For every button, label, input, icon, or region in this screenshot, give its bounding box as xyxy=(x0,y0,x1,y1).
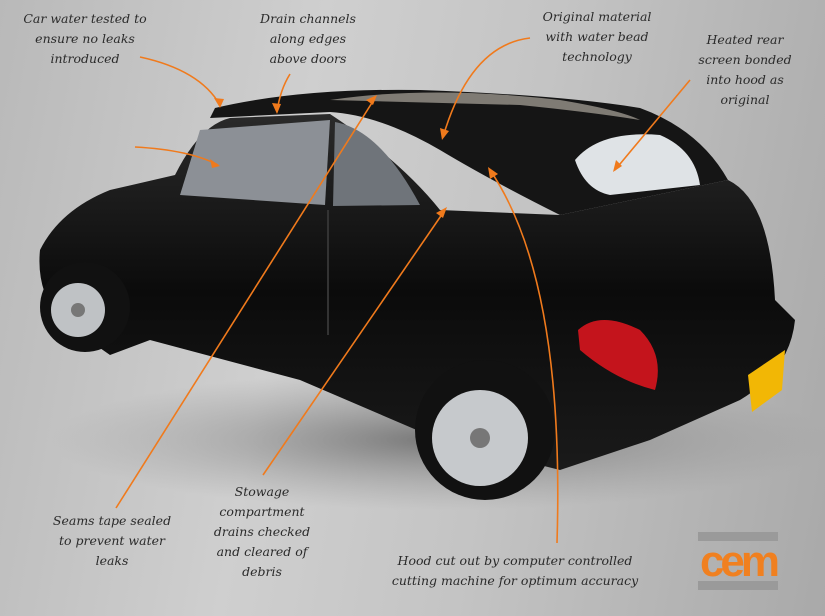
rear-wheel xyxy=(415,360,555,500)
label-line: technology xyxy=(562,49,632,64)
label-line: Heated rear xyxy=(706,32,784,47)
annotation-hood-cut: Hood cut out by computer controlled cutt… xyxy=(392,551,638,591)
label-line: with water bead xyxy=(545,29,649,44)
arrow-heated-screen xyxy=(614,79,691,171)
tail-light xyxy=(578,320,658,390)
arrow-stowage xyxy=(262,209,446,476)
label-line: Stowage xyxy=(234,484,290,499)
label-line: compartment xyxy=(219,504,305,519)
arrow-seams xyxy=(115,97,376,509)
label-line: Hood cut out by computer controlled xyxy=(397,553,633,568)
label-line: debris xyxy=(242,564,282,579)
label-line: Drain channels xyxy=(260,11,356,26)
label-line: ensure no leaks xyxy=(35,31,135,46)
svg-text:cem: cem xyxy=(700,537,778,586)
annotation-water-test: Car water tested to ensure no leaks intr… xyxy=(23,9,146,69)
rear-screen xyxy=(575,134,700,195)
annotation-heated-screen: Heated rear screen bonded into hood as o… xyxy=(698,30,791,110)
cem-logo: cem xyxy=(698,532,778,590)
label-line: leaks xyxy=(95,553,129,568)
label-line: into hood as xyxy=(706,72,784,87)
annotation-seams: Seams tape sealed to prevent water leaks xyxy=(53,511,171,571)
label-line: introduced xyxy=(50,51,120,66)
annotation-stowage: Stowage compartment drains checked and c… xyxy=(214,482,310,582)
car-body xyxy=(39,114,795,470)
label-line: above doors xyxy=(269,51,347,66)
label-line: drains checked xyxy=(213,524,311,539)
label-line: cutting machine for optimum accuracy xyxy=(391,573,639,588)
label-line: screen bonded xyxy=(698,52,792,67)
front-wheel xyxy=(40,262,130,352)
annotation-original-material: Original material with water bead techno… xyxy=(543,7,652,67)
label-line: to prevent water xyxy=(59,533,165,548)
arrow-original-material xyxy=(442,37,531,138)
label-line: Seams tape sealed xyxy=(52,513,172,528)
label-line: original xyxy=(720,92,770,107)
annotation-drain-channels: Drain channels along edges above doors xyxy=(260,9,356,69)
rear-door-window xyxy=(333,122,420,206)
label-line: and cleared of xyxy=(216,544,308,559)
label-line: Original material xyxy=(542,9,652,24)
label-line: Car water tested to xyxy=(23,11,147,26)
arrow-water-test xyxy=(139,56,221,106)
front-window xyxy=(180,120,330,205)
label-line: along edges xyxy=(269,31,347,46)
arrow-hood-cut xyxy=(489,169,559,544)
